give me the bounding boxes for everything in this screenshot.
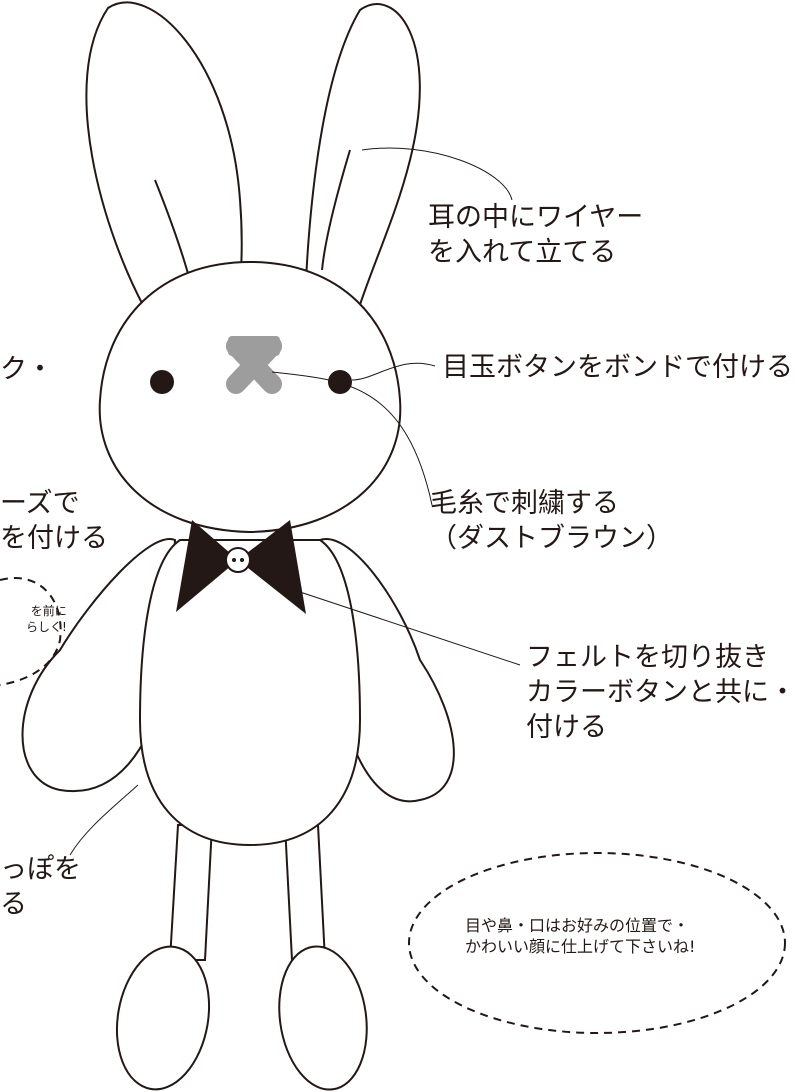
left-foot (115, 945, 211, 1091)
left-ear (85, 1, 243, 320)
leader-ear (361, 147, 513, 201)
left-3-line-1: を前に (30, 604, 67, 618)
leader-nose (271, 371, 433, 506)
left-bubble-partial (0, 577, 62, 686)
left-4-line-2: る (0, 889, 27, 921)
left-1-text: ク・ (0, 354, 54, 385)
left-leg (168, 824, 214, 961)
left-eye (150, 370, 174, 394)
left-2-line-1: ーズで (0, 488, 80, 519)
body (138, 539, 362, 847)
bowtie-line-2: カラーボタンと共に・ (526, 677, 796, 709)
right-foot (278, 945, 368, 1091)
left-callout-4: っぽを る (0, 852, 81, 922)
button-hole-right (240, 558, 244, 562)
note-bubble-text: 目や鼻・口はお好みの位置で・ かわいい顔に仕上げて下さいね! (465, 916, 695, 958)
note-line-1: 目や鼻・口はお好みの位置で・ (465, 916, 690, 935)
right-ear (303, 3, 421, 322)
head (98, 260, 402, 534)
leader-bowtie (299, 591, 521, 666)
leader-tail (69, 784, 139, 856)
left-arm (21, 538, 177, 793)
leader-lines (69, 147, 521, 856)
ear-wire-callout: 耳の中にワイヤー を入れて立てる (428, 200, 643, 270)
bowtie-line-1: フェルトを切り抜き (526, 642, 769, 673)
right-leg (283, 824, 327, 961)
left-3-line-2: らしく! (26, 619, 67, 634)
nose-callout: 毛糸で刺繍する （ダストブラウン） (430, 486, 673, 556)
bowtie-callout: フェルトを切り抜き カラーボタンと共に・ 付ける (526, 640, 796, 745)
right-eye (328, 370, 352, 394)
bowtie-line-3: 付ける (526, 712, 607, 744)
note-line-2: かわいい顔に仕上げて下さいね! (465, 936, 696, 956)
left-callout-1: ク・ (0, 352, 53, 387)
collar-button (225, 547, 251, 573)
leader-eye (351, 362, 436, 381)
left-callout-2: ーズで を付ける (0, 486, 108, 556)
left-callout-3: を前に らしく! (26, 604, 67, 635)
eye-button-callout: 目玉ボタンをボンドで付ける (442, 350, 793, 385)
left-2-line-2: を付ける (0, 523, 108, 555)
ear-wire-line-1: 耳の中にワイヤー (428, 202, 644, 233)
right-ear-inner-line (321, 149, 351, 271)
eye-button-text: 目玉ボタンをボンドで付ける (442, 352, 793, 383)
nose-line-2: （ダストブラウン） (430, 523, 673, 555)
ear-wire-line-2: を入れて立てる (428, 237, 617, 269)
bowtie (176, 520, 306, 614)
button-hole-left (232, 558, 236, 562)
left-4-line-1: っぽを (0, 854, 81, 885)
nose-top (228, 336, 280, 356)
note-bubble (408, 852, 786, 1034)
nose-line-1: 毛糸で刺繍する (430, 488, 619, 519)
